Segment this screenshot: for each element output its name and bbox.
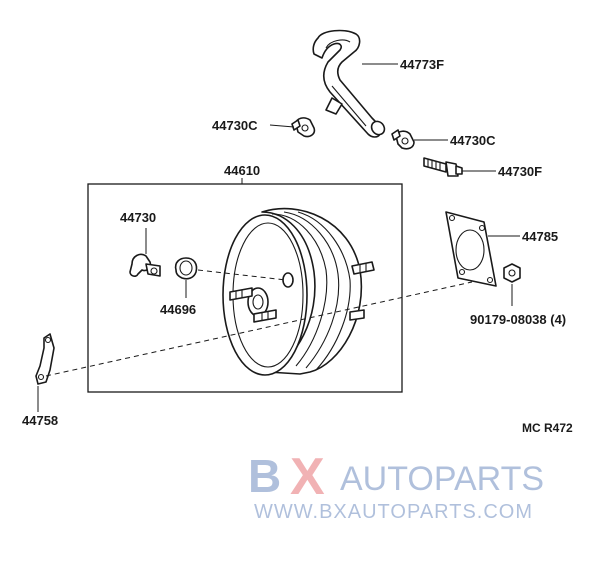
watermark-x: X [290, 448, 325, 506]
hose-clip-left [291, 117, 316, 138]
hose-clip-right [391, 129, 415, 150]
grommet [174, 257, 198, 280]
label-44610: 44610 [224, 163, 260, 178]
label-44730F: 44730F [498, 164, 542, 179]
label-44730: 44730 [120, 210, 156, 225]
check-valve [423, 157, 463, 177]
label-44758: 44758 [22, 413, 58, 428]
gasket-plate [445, 211, 497, 287]
dash-assembly-line [45, 281, 473, 377]
label-44785: 44785 [522, 229, 558, 244]
figure-code: MC R472 [522, 421, 573, 435]
flange-nut [503, 263, 521, 283]
hose-clamp [129, 253, 161, 277]
watermark-url: WWW.BXAUTOPARTS.COM [254, 501, 533, 523]
leader-clip-left [269, 124, 295, 128]
label-90179-08038: 90179-08038 (4) [470, 312, 566, 327]
vacuum-hose [312, 29, 386, 138]
label-44730C-left: 44730C [212, 118, 258, 133]
brake-booster [222, 207, 375, 376]
booster-assembly-box [87, 183, 403, 393]
watermark-autoparts: AUTOPARTS [340, 460, 544, 498]
label-44773F: 44773F [400, 57, 444, 72]
dash-grommet-port [197, 269, 287, 281]
watermark-logo: B X AUTOPARTS WWW.BXAUTOPARTS.COM [248, 448, 544, 523]
bracket [35, 333, 55, 385]
label-44696: 44696 [160, 302, 196, 317]
label-44730C-right: 44730C [450, 133, 496, 148]
watermark-b: B [248, 450, 281, 502]
